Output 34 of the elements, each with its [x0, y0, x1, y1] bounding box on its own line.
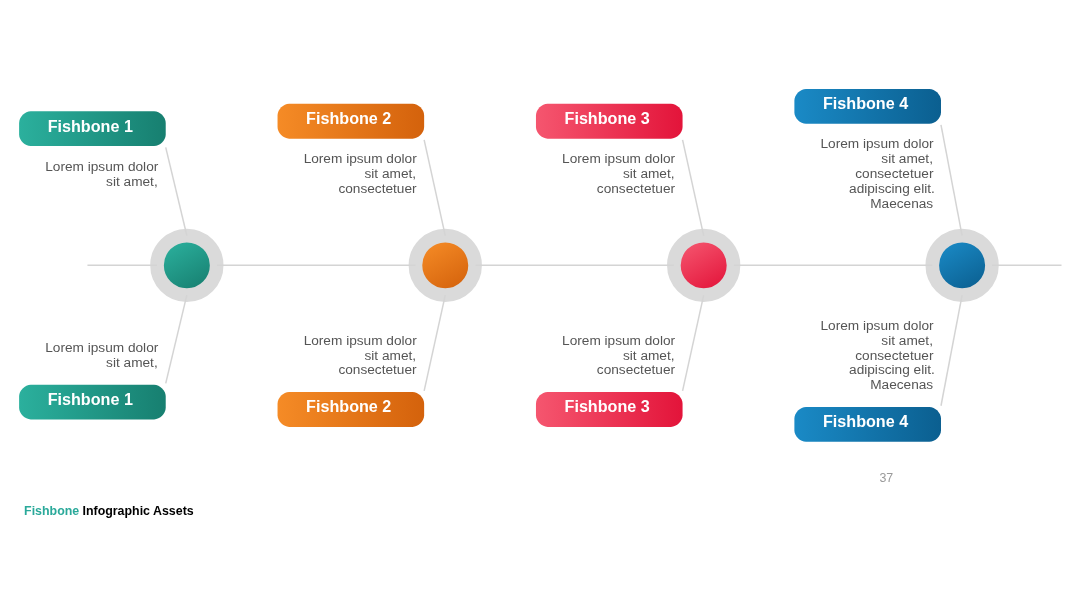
node-label: Lorem ipsum dolor sit amet, consectetuer adipiscing elit. Maecenas — [820, 317, 935, 392]
connector — [733, 264, 933, 266]
node-box: Fishbone 1 — [19, 384, 166, 419]
connector — [991, 264, 1063, 266]
node-label: Lorem ipsum dolor sit amet, consectetuer — [562, 150, 676, 196]
connector — [164, 146, 188, 236]
node-box: Fishbone 3 — [535, 391, 683, 427]
node-box: Fishbone 4 — [794, 406, 941, 442]
node-label: Lorem ipsum dolor sit amet, — [45, 339, 159, 370]
connector — [940, 293, 963, 406]
node-box: Fishbone 3 — [535, 103, 683, 139]
node-circle — [667, 228, 741, 302]
node-circle — [925, 228, 999, 302]
node-label: Lorem ipsum dolor sit amet, consectetuer — [303, 332, 417, 377]
node-box: Fishbone 1 — [19, 110, 166, 146]
connector — [86, 264, 158, 266]
node-label: Lorem ipsum dolor sit amet, consectetuer adipiscing elit. Maecenas — [820, 135, 935, 211]
node-label: Lorem ipsum dolor sit amet, consectetuer — [562, 332, 676, 377]
node-circle — [408, 228, 482, 302]
connector — [474, 264, 675, 266]
connector — [681, 138, 705, 236]
label: 37 — [879, 470, 894, 485]
node-box: Fishbone 2 — [277, 391, 425, 427]
node-label: Lorem ipsum dolor sit amet, consectetuer — [303, 150, 417, 196]
connector — [940, 123, 963, 236]
node-box: Fishbone 2 — [277, 103, 425, 139]
connector — [423, 138, 446, 236]
node-label: Lorem ipsum dolor sit amet, — [45, 158, 159, 189]
node-circle — [150, 228, 224, 302]
connector — [164, 293, 188, 384]
node-box: Fishbone 4 — [794, 88, 941, 124]
caption: Fishbone Infographic Assets — [24, 503, 194, 518]
connector — [216, 264, 417, 266]
connector — [681, 293, 705, 392]
